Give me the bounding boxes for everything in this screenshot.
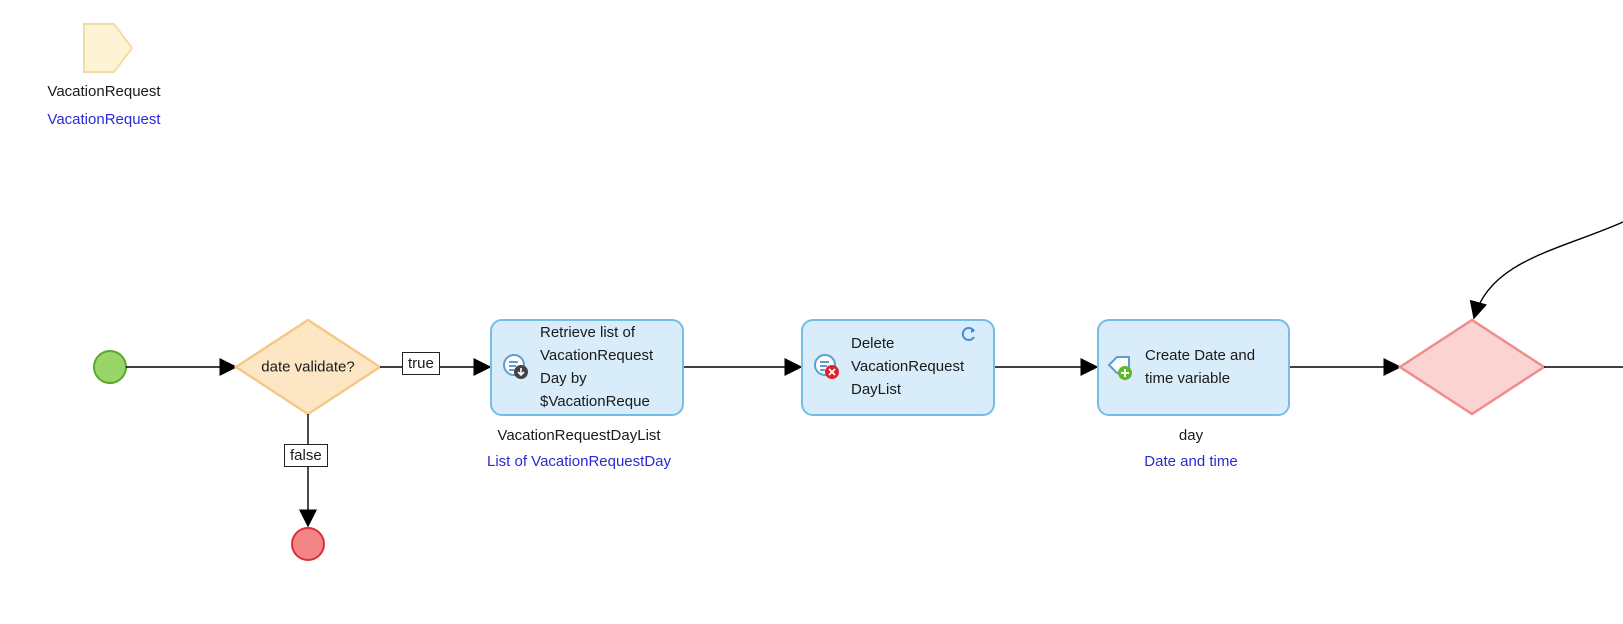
retrieve-line-2: VacationRequest [540, 347, 654, 364]
retrieve-activity[interactable]: Retrieve list of VacationRequest Day by … [490, 319, 684, 416]
retrieve-line-4: $VacationReque [540, 393, 650, 410]
retrieve-line-1: Retrieve list of [540, 324, 636, 341]
retrieve-object-icon [502, 353, 530, 386]
refresh-icon [959, 324, 979, 349]
create-variable-icon [1105, 353, 1135, 386]
create-output-name: day [1178, 427, 1204, 444]
create-line-1: Create Date and [1145, 347, 1256, 364]
flow-loop-back[interactable] [1469, 221, 1623, 320]
parameter-name: VacationRequest [47, 83, 161, 100]
delete-activity[interactable]: Delete VacationRequest DayList [801, 319, 995, 416]
false-label[interactable]: false [284, 444, 328, 467]
decision-caption: date validate? [261, 358, 355, 376]
start-event[interactable] [93, 350, 127, 384]
create-line-2: time variable [1145, 370, 1231, 387]
retrieve-output-type: List of VacationRequestDay [487, 453, 671, 470]
create-output-type: Date and time [1144, 453, 1238, 470]
parameter-type: VacationRequest [47, 111, 161, 128]
delete-line-1: Delete [851, 335, 895, 352]
retrieve-line-3: Day by [540, 370, 587, 387]
delete-line-3: DayList [851, 381, 902, 398]
end-event[interactable] [291, 527, 325, 561]
retrieve-output-name: VacationRequestDayList [497, 427, 661, 444]
merge-diamond[interactable] [1397, 318, 1547, 416]
true-label[interactable]: true [402, 352, 440, 375]
create-variable-activity[interactable]: Create Date and time variable [1097, 319, 1290, 416]
delete-line-2: VacationRequest [851, 358, 965, 375]
delete-object-icon [813, 353, 841, 386]
parameter-shape[interactable] [83, 23, 134, 73]
